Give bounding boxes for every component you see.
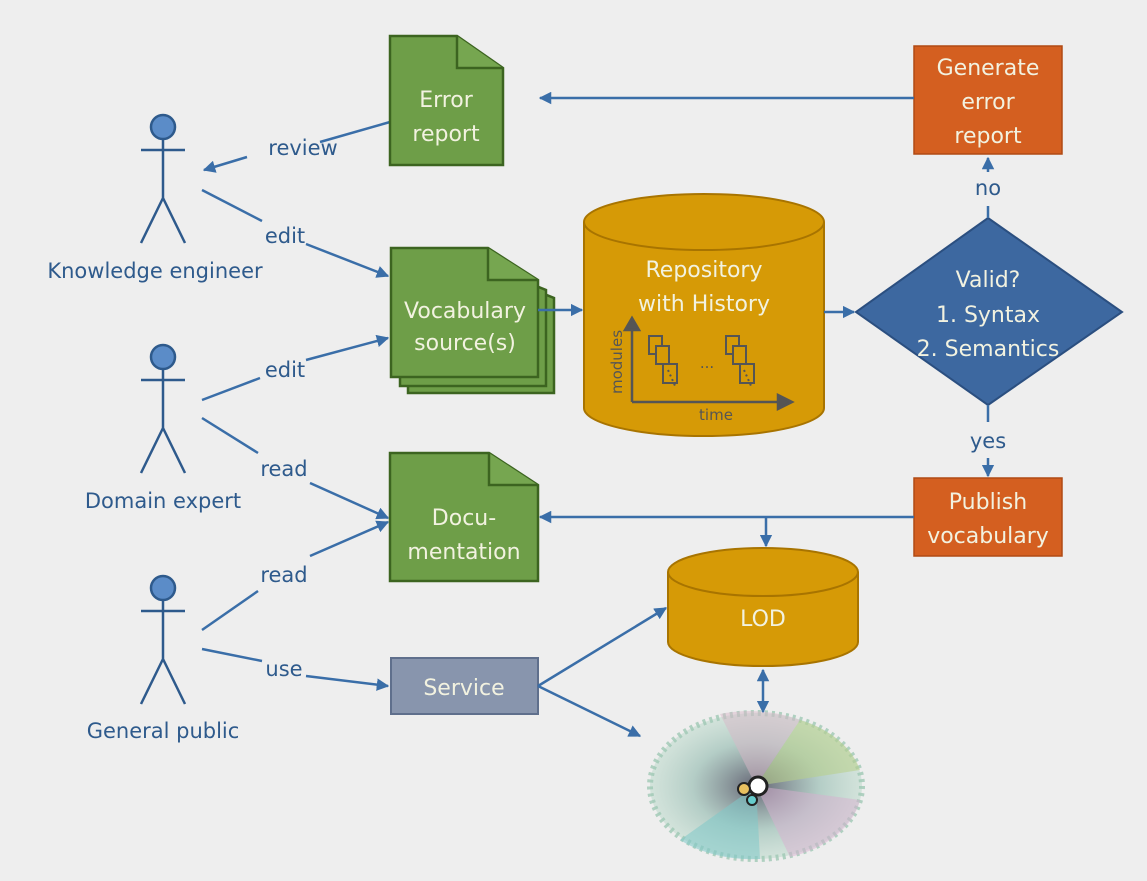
node-label: mentation (407, 540, 520, 565)
actor-label: Domain expert (85, 489, 241, 513)
edge-de-edit: edit (201, 334, 390, 402)
node-label: 1. Syntax (936, 303, 1040, 328)
node-label: with History (638, 292, 770, 317)
node-service[interactable]: Service (390, 657, 539, 715)
actor-knowledge-engineer: Knowledge engineer (47, 113, 263, 283)
actor-body-icon (139, 139, 187, 244)
edge-gp-use: use (201, 647, 390, 691)
node-label: Valid? (956, 268, 1021, 293)
node-vocabulary-sources[interactable]: Vocabulary source(s) (389, 246, 556, 395)
node-error-report[interactable]: Error report (388, 34, 505, 167)
actor-domain-expert: Domain expert (85, 343, 241, 513)
node-label: Publish (949, 490, 1027, 515)
node-label: LOD (740, 607, 786, 632)
axis-label-time: time (699, 406, 733, 424)
actor-body-icon (139, 600, 187, 705)
node-label: Error (419, 88, 474, 113)
dog-ear-icon (455, 36, 503, 70)
node-label: report (954, 124, 1022, 149)
edge-label-yes: yes (970, 429, 1006, 453)
actor-body-icon (139, 369, 187, 474)
node-publish-vocabulary[interactable]: Publish vocabulary (913, 477, 1063, 557)
axis-label-modules: modules (608, 330, 626, 394)
edge-no: no (975, 156, 1001, 218)
edge-de-read: read (201, 416, 390, 520)
actor-label: Knowledge engineer (47, 259, 263, 283)
edge-label-review: review (268, 136, 337, 160)
edge-yes: yes (970, 405, 1006, 478)
node-lod-cloud (647, 710, 865, 862)
node-label: report (412, 122, 480, 147)
history-chart-icon (622, 315, 795, 412)
node-label: Repository (646, 258, 763, 283)
actor-general-public: General public (87, 574, 240, 743)
node-lod[interactable]: LOD (667, 547, 859, 667)
edge-gp-read: read (201, 520, 390, 632)
node-label: Docu- (432, 506, 496, 531)
actor-label: General public (87, 719, 240, 743)
node-documentation[interactable]: Docu- mentation (388, 451, 540, 583)
dog-ear-icon (487, 453, 538, 487)
node-repository[interactable]: Repository with History ... time modules (583, 193, 825, 437)
node-label: Generate (937, 56, 1040, 81)
node-label: vocabulary (927, 524, 1049, 549)
actor-head-icon (149, 574, 177, 602)
node-generate-error-report[interactable]: Generate error report (913, 45, 1063, 155)
node-label: error (961, 90, 1015, 115)
edge-ke-edit: edit (201, 188, 390, 278)
node-label: 2. Semantics (917, 337, 1060, 362)
edge-service-to-cloud (537, 684, 642, 738)
dog-ear-icon (486, 248, 538, 282)
node-validation[interactable]: Valid? 1. Syntax 2. Semantics (854, 216, 1124, 407)
edge-label-edit: edit (265, 358, 305, 382)
edge-label-use: use (265, 657, 302, 681)
edge-label-read: read (260, 457, 307, 481)
actor-head-icon (149, 343, 177, 371)
edge-label-no: no (975, 176, 1001, 200)
node-label: Vocabulary (404, 299, 526, 324)
edge-service-to-lod (537, 606, 668, 688)
ellipsis-label: ... (700, 354, 714, 372)
edge-label-edit: edit (265, 224, 305, 248)
actor-head-icon (149, 113, 177, 141)
node-label: Service (423, 676, 504, 701)
node-label: source(s) (414, 331, 516, 356)
edge-review: review (202, 120, 391, 173)
edge-label-read: read (260, 563, 307, 587)
